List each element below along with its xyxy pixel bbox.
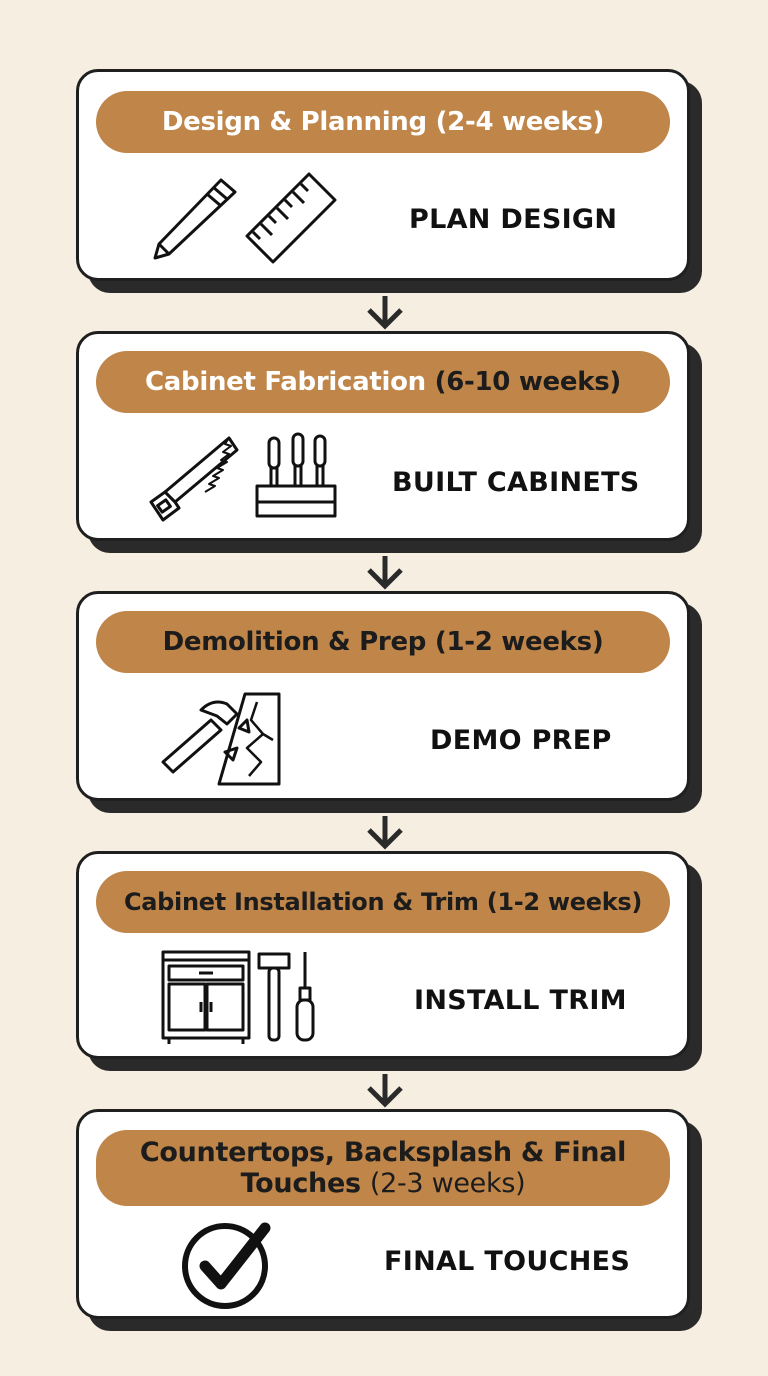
step-card-fabrication: Cabinet Fabrication (6-10 weeks) BUILT C… xyxy=(76,331,690,541)
pencil-icon xyxy=(153,178,237,260)
step-title: Demolition & Prep xyxy=(162,627,427,657)
step-duration: (1-2 weeks) xyxy=(434,627,604,657)
step-duration: (2-4 weeks) xyxy=(435,107,605,137)
step-icons xyxy=(145,430,345,526)
step-title-pill: Cabinet Fabrication (6-10 weeks) xyxy=(96,351,670,413)
step-title-pill: Cabinet Installation & Trim (1-2 weeks) xyxy=(96,871,670,933)
step-title-pill: Countertops, Backsplash & Final Touches … xyxy=(96,1130,670,1206)
ruler-icon xyxy=(245,172,337,264)
step-duration: (2-3 weeks) xyxy=(369,1168,526,1199)
arrow-down-icon xyxy=(363,556,407,590)
step-icons xyxy=(161,690,287,790)
pencil-ruler-icons xyxy=(153,172,337,264)
chisels-icon xyxy=(255,432,337,518)
step-title: Design & Planning xyxy=(161,107,427,137)
step-card-installation: Cabinet Installation & Trim (1-2 weeks) xyxy=(76,851,690,1059)
step-title: Cabinet Fabrication xyxy=(145,367,426,397)
step-label: PLAN DESIGN xyxy=(409,204,618,235)
step-title: Cabinet Installation & Trim xyxy=(123,888,479,916)
step-duration: (1-2 weeks) xyxy=(486,888,643,916)
cabinet-icon xyxy=(161,950,251,1044)
hammer-icon xyxy=(257,952,291,1042)
step-card-demolition: Demolition & Prep (1-2 weeks) DEMO PREP xyxy=(76,591,690,801)
screwdriver-icon xyxy=(295,952,315,1042)
step-duration: (6-10 weeks) xyxy=(434,367,622,397)
arrow-down-icon xyxy=(363,816,407,850)
saw-icon xyxy=(149,436,239,522)
step-label: FINAL TOUCHES xyxy=(384,1246,631,1277)
step-label: DEMO PREP xyxy=(430,725,612,756)
arrow-down-icon xyxy=(363,296,407,330)
step-card-design: Design & Planning (2-4 weeks) PLAN DESIG… xyxy=(76,69,690,281)
step-title-line2: Touches (2-3 weeks) xyxy=(240,1168,526,1199)
step-icons xyxy=(181,1218,273,1310)
step-icons xyxy=(161,950,351,1046)
step-icons xyxy=(151,172,341,268)
step-card-final: Countertops, Backsplash & Final Touches … xyxy=(76,1109,690,1319)
arrow-down-icon xyxy=(363,1074,407,1108)
checkmark-circle-icon xyxy=(182,1222,271,1309)
step-title-line1: Countertops, Backsplash & Final xyxy=(139,1137,627,1168)
step-label: BUILT CABINETS xyxy=(392,467,640,498)
step-title-pill: Design & Planning (2-4 weeks) xyxy=(96,91,670,153)
step-title-pill: Demolition & Prep (1-2 weeks) xyxy=(96,611,670,673)
step-label: INSTALL TRIM xyxy=(414,985,627,1016)
hammer-breaking-wall-icon xyxy=(161,692,281,786)
